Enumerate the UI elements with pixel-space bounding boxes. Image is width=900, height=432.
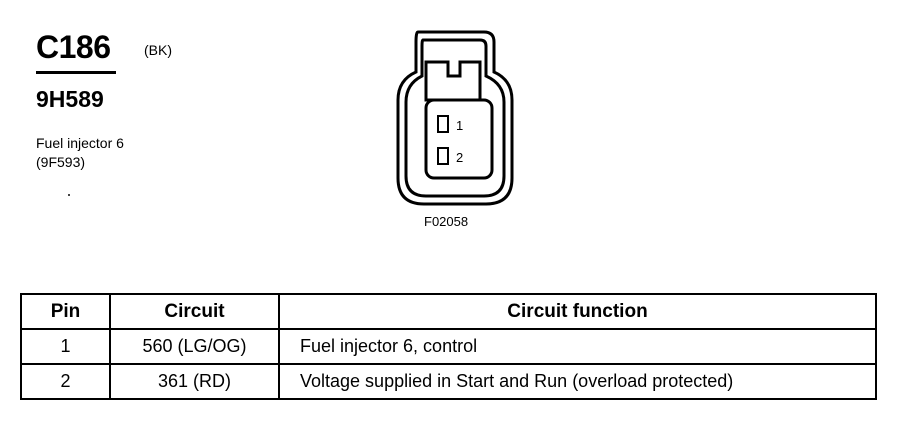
pin-cavity-housing <box>424 98 494 180</box>
connector-outer-shell <box>396 30 514 206</box>
title-rule <box>36 71 116 74</box>
function-cell: Voltage supplied in Start and Run (overl… <box>278 363 877 400</box>
function-cell: Fuel injector 6, control <box>278 328 877 365</box>
connector-latch <box>424 60 482 102</box>
table-row: 2 361 (RD) Voltage supplied in Start and… <box>20 363 877 400</box>
connector-id: C186 <box>36 29 111 65</box>
pin-table: Pin Circuit Circuit function 1 560 (LG/O… <box>20 293 877 400</box>
circuit-cell: 361 (RD) <box>109 363 280 400</box>
header-pin: Pin <box>20 293 111 330</box>
figure-id: F02058 <box>424 214 469 229</box>
component-part-number: (9F593) <box>36 154 86 170</box>
header-circuit-function: Circuit function <box>278 293 877 330</box>
circuit-cell: 560 (LG/OG) <box>109 328 280 365</box>
pin-1-terminal <box>437 115 449 133</box>
component-name: Fuel injector 6 <box>36 135 124 151</box>
pin-1-label: 1 <box>456 118 463 133</box>
pin-2-label: 2 <box>456 150 463 165</box>
pin-cell: 2 <box>20 363 111 400</box>
connector-color: (BK) <box>144 42 172 58</box>
connector-inner-shell <box>404 38 506 198</box>
connector-face-diagram: 1 2 <box>396 30 514 206</box>
header-circuit: Circuit <box>109 293 280 330</box>
table-header-row: Pin Circuit Circuit function <box>20 293 877 330</box>
pin-2-terminal <box>437 147 449 165</box>
part-number: 9H589 <box>36 86 104 112</box>
stray-dot <box>68 194 70 196</box>
table-row: 1 560 (LG/OG) Fuel injector 6, control <box>20 328 877 365</box>
pin-cell: 1 <box>20 328 111 365</box>
